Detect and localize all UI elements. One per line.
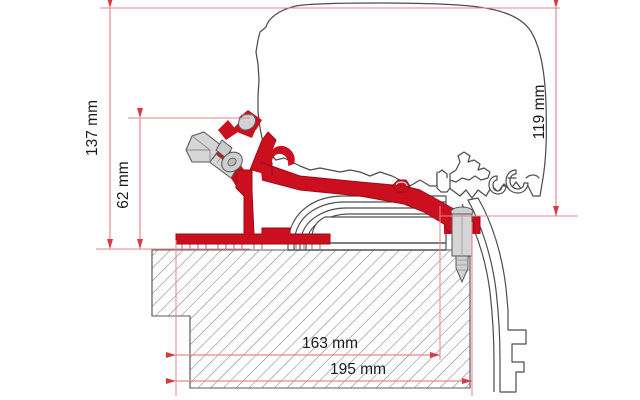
vehicle-roof-profile (255, 2, 547, 199)
dimension-label-163mm: 163 mm (302, 335, 358, 352)
dimension-annotations: 137 mm 62 mm 119 mm 163 mm 195 mm (84, 0, 578, 396)
roof-rail-channel (287, 195, 447, 251)
dimension-label-195mm: 195 mm (330, 361, 386, 378)
hex-bolt-assembly (185, 113, 257, 179)
dimension-label-137mm: 137 mm (84, 100, 101, 156)
dimension-163mm: 163 mm (166, 335, 440, 358)
fixing-screw (450, 206, 474, 284)
dimension-119mm: 119 mm (531, 0, 559, 216)
dimension-label-62mm: 62 mm (115, 161, 132, 208)
dimension-195mm: 195 mm (166, 361, 472, 384)
seal-gasket-profiles (436, 151, 540, 195)
dimension-62mm: 62 mm (115, 108, 143, 249)
roof-panel (151, 249, 471, 389)
dimension-137mm: 137 mm (84, 0, 113, 249)
dimension-label-119mm: 119 mm (531, 85, 548, 140)
